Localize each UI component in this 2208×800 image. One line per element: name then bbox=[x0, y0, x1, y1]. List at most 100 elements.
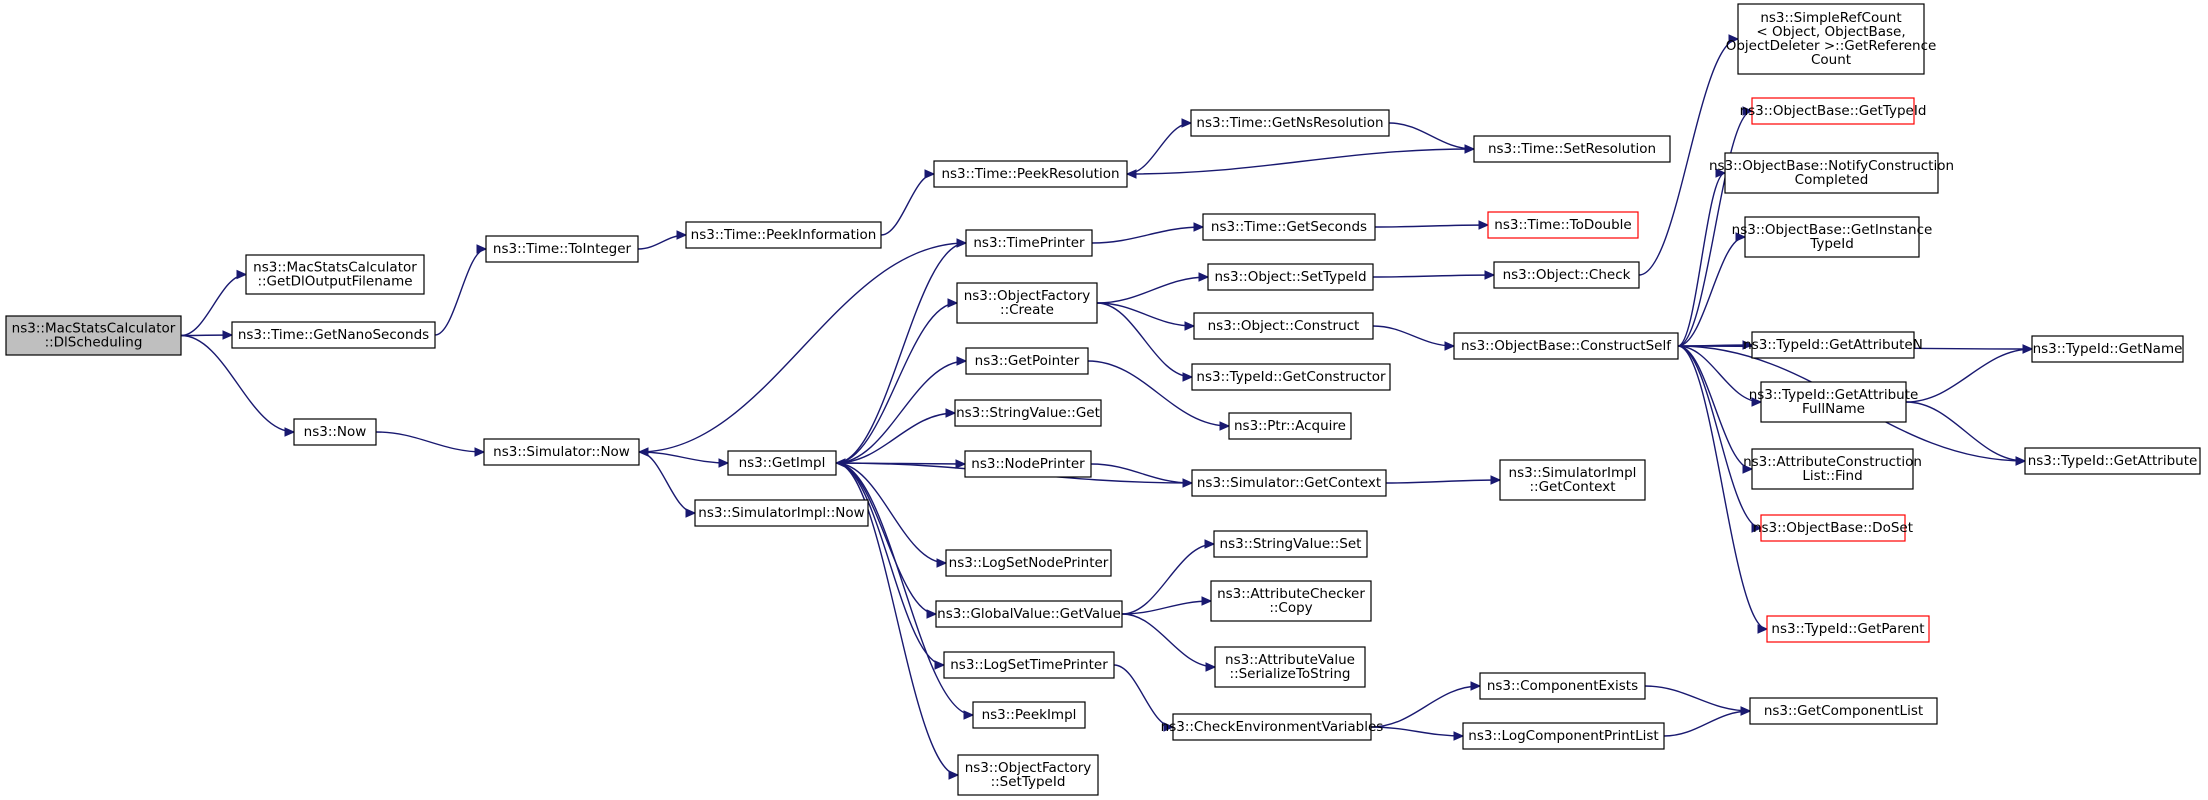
edge-get-seconds-to-to-double bbox=[1374, 220, 1490, 230]
edge-sim-now-to-get-impl bbox=[638, 451, 730, 468]
node-label: ns3::ObjectBase::DoSet bbox=[1753, 520, 1913, 536]
node-tid-getattr[interactable]: ns3::TypeId::GetAttribute bbox=[2024, 447, 2201, 475]
node-of-settype[interactable]: ns3::ObjectFactory::SetTypeId bbox=[957, 754, 1099, 796]
edge-peek-res-to-get-ns-res bbox=[1126, 118, 1193, 175]
edge-time-printer-to-get-seconds bbox=[1091, 222, 1205, 244]
node-gv-get[interactable]: ns3::GlobalValue::GetValue bbox=[935, 600, 1123, 628]
node-get-comp-list[interactable]: ns3::GetComponentList bbox=[1749, 697, 1938, 725]
node-box bbox=[954, 399, 1102, 427]
node-log-set-node[interactable]: ns3::LogSetNodePrinter bbox=[945, 549, 1112, 577]
node-get-nano[interactable]: ns3::Time::GetNanoSeconds bbox=[231, 321, 436, 349]
node-tid-getname[interactable]: ns3::TypeId::GetName bbox=[2031, 335, 2184, 363]
node-label: ns3::LogSetNodePrinter bbox=[949, 555, 1109, 571]
node-get-seconds[interactable]: ns3::Time::GetSeconds bbox=[1202, 213, 1376, 241]
node-get-ns-res[interactable]: ns3::Time::GetNsResolution bbox=[1190, 109, 1390, 137]
node-ac-copy[interactable]: ns3::AttributeChecker::Copy bbox=[1210, 580, 1372, 622]
node-label: ns3::ObjectBase::ConstructSelf bbox=[1461, 338, 1672, 354]
node-label: ns3::LogSetTimePrinter bbox=[950, 657, 1108, 673]
node-box bbox=[1487, 211, 1639, 239]
node-node-printer[interactable]: ns3::NodePrinter bbox=[964, 450, 1092, 478]
node-tid-getattrn[interactable]: ns3::TypeId::GetAttributeN bbox=[1743, 331, 1923, 359]
node-now[interactable]: ns3::Now bbox=[293, 418, 377, 446]
node-sim-getctx[interactable]: ns3::Simulator::GetContext bbox=[1191, 469, 1387, 497]
node-box bbox=[1191, 469, 1387, 497]
node-label: ns3::Object::Check bbox=[1503, 267, 1631, 283]
edge-of-create-to-tid-getctor bbox=[1096, 302, 1194, 382]
node-label: ns3::StringValue::Get bbox=[956, 405, 1100, 421]
node-simimpl-now[interactable]: ns3::SimulatorImpl::Now bbox=[694, 499, 869, 527]
node-label: ns3::PeekImpl bbox=[982, 707, 1077, 723]
node-label: ns3::TypeId::GetConstructor bbox=[1196, 369, 1386, 385]
node-box bbox=[245, 254, 425, 295]
node-box bbox=[1228, 412, 1352, 440]
edge-get-impl-to-log-set-node bbox=[835, 462, 948, 568]
node-sv-get[interactable]: ns3::StringValue::Get bbox=[954, 399, 1102, 427]
node-get-dl-out[interactable]: ns3::MacStatsCalculator::GetDlOutputFile… bbox=[245, 254, 425, 295]
node-label: Count bbox=[1811, 52, 1851, 68]
node-label: ns3::AttributeConstruction bbox=[1743, 454, 1922, 470]
edge-get-impl-to-get-pointer bbox=[835, 356, 968, 464]
edge-get-impl-to-time-printer bbox=[835, 238, 968, 464]
node-obj-construct[interactable]: ns3::Object::Construct bbox=[1193, 312, 1374, 340]
node-obj-check[interactable]: ns3::Object::Check bbox=[1493, 261, 1640, 289]
node-box bbox=[1760, 381, 1907, 423]
node-label: ns3::StringValue::Set bbox=[1220, 536, 1362, 552]
nodes-layer: ns3::MacStatsCalculator::DlSchedulingns3… bbox=[5, 3, 2201, 796]
node-peek-impl[interactable]: ns3::PeekImpl bbox=[972, 701, 1086, 729]
edge-to-integer-to-peek-info bbox=[637, 230, 688, 250]
node-ob-construct-self[interactable]: ns3::ObjectBase::ConstructSelf bbox=[1453, 332, 1679, 360]
node-to-double[interactable]: ns3::Time::ToDouble bbox=[1487, 211, 1639, 239]
edge-dl-sched-to-get-dl-out bbox=[180, 269, 248, 337]
node-label: ns3::Time::PeekInformation bbox=[691, 227, 877, 243]
node-ptr-acquire[interactable]: ns3::Ptr::Acquire bbox=[1228, 412, 1352, 440]
edge-log-comp-print-to-get-comp-list bbox=[1663, 706, 1752, 737]
node-simimpl-getctx[interactable]: ns3::SimulatorImpl::GetContext bbox=[1499, 459, 1646, 501]
node-simple-refcount[interactable]: ns3::SimpleRefCount< Object, ObjectBase,… bbox=[1726, 3, 1937, 75]
node-label: < Object, ObjectBase, bbox=[1756, 24, 1905, 40]
edge-tid-getattrfull-to-tid-getattr bbox=[1905, 401, 2027, 466]
node-box bbox=[1193, 312, 1374, 340]
node-ob-doset[interactable]: ns3::ObjectBase::DoSet bbox=[1753, 514, 1913, 542]
node-sim-now[interactable]: ns3::Simulator::Now bbox=[483, 438, 640, 466]
node-label: ns3::GetImpl bbox=[739, 455, 826, 471]
node-get-pointer[interactable]: ns3::GetPointer bbox=[965, 347, 1089, 375]
node-log-comp-print[interactable]: ns3::LogComponentPrintList bbox=[1462, 722, 1665, 750]
edge-ob-construct-self-to-ob-gettypeid bbox=[1677, 106, 1754, 347]
node-comp-exists[interactable]: ns3::ComponentExists bbox=[1479, 672, 1646, 700]
node-box bbox=[1172, 713, 1372, 741]
node-box bbox=[957, 754, 1099, 796]
node-label: ::SerializeToString bbox=[1230, 666, 1351, 682]
node-set-res[interactable]: ns3::Time::SetResolution bbox=[1473, 135, 1671, 163]
edge-get-impl-to-of-settype bbox=[835, 462, 960, 780]
node-dl-sched[interactable]: ns3::MacStatsCalculator::DlScheduling bbox=[5, 315, 182, 356]
node-get-impl[interactable]: ns3::GetImpl bbox=[727, 450, 837, 476]
node-log-set-time[interactable]: ns3::LogSetTimePrinter bbox=[943, 651, 1115, 679]
node-label: ns3::Time::ToInteger bbox=[493, 241, 632, 257]
node-label: ns3::Time::SetResolution bbox=[1488, 141, 1656, 157]
node-box bbox=[1760, 514, 1906, 542]
node-of-create[interactable]: ns3::ObjectFactory::Create bbox=[956, 282, 1098, 324]
node-to-integer[interactable]: ns3::Time::ToInteger bbox=[485, 235, 639, 263]
node-time-printer[interactable]: ns3::TimePrinter bbox=[965, 229, 1093, 257]
node-check-env[interactable]: ns3::CheckEnvironmentVariables bbox=[1161, 713, 1384, 741]
node-peek-res[interactable]: ns3::Time::PeekResolution bbox=[933, 160, 1128, 188]
edge-ob-construct-self-to-tid-getattrfull bbox=[1677, 345, 1763, 407]
node-obj-settype[interactable]: ns3::Object::SetTypeId bbox=[1207, 263, 1374, 291]
node-label: ns3::Time::PeekResolution bbox=[941, 166, 1119, 182]
node-av-ser[interactable]: ns3::AttributeValue::SerializeToString bbox=[1214, 646, 1366, 688]
node-label: ns3::Object::SetTypeId bbox=[1214, 269, 1366, 285]
node-ob-gettypeid[interactable]: ns3::ObjectBase::GetTypeId bbox=[1740, 97, 1927, 125]
node-sv-set[interactable]: ns3::StringValue::Set bbox=[1213, 530, 1368, 558]
node-tid-getparent[interactable]: ns3::TypeId::GetParent bbox=[1766, 615, 1930, 643]
node-box bbox=[945, 549, 1112, 577]
node-ob-notify[interactable]: ns3::ObjectBase::NotifyConstructionCompl… bbox=[1709, 152, 1954, 194]
node-label: ns3::TypeId::GetAttribute bbox=[1749, 387, 1919, 403]
node-peek-info[interactable]: ns3::Time::PeekInformation bbox=[685, 221, 882, 249]
node-tid-getctor[interactable]: ns3::TypeId::GetConstructor bbox=[1191, 363, 1391, 391]
node-box bbox=[965, 229, 1093, 257]
node-label: ns3::TimePrinter bbox=[973, 235, 1085, 251]
node-box bbox=[1749, 697, 1938, 725]
